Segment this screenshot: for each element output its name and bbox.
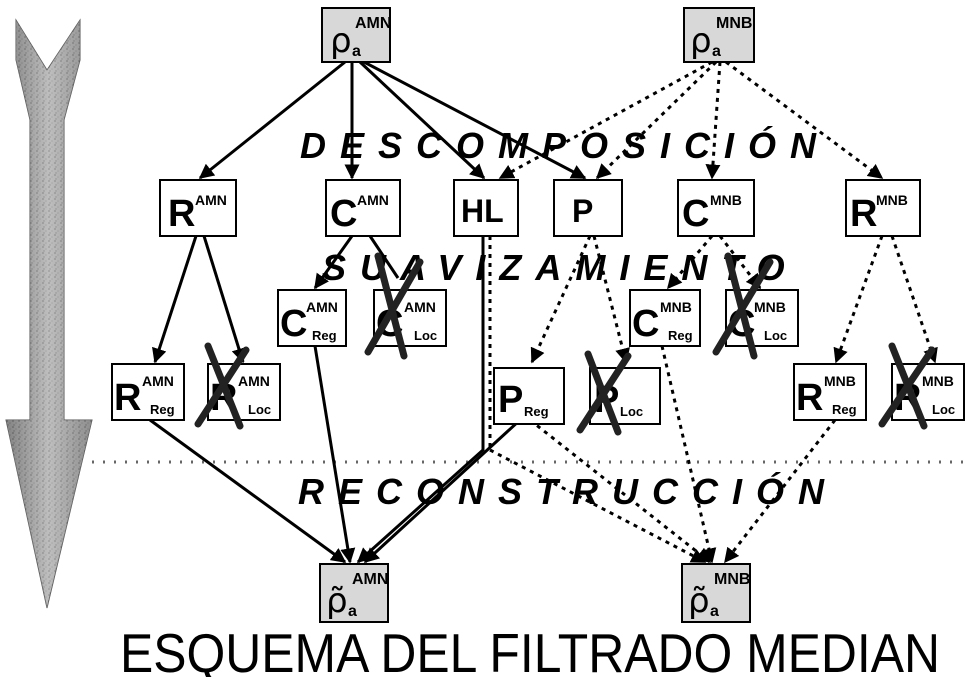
node-p-reg: P Reg — [493, 367, 565, 425]
svg-text:MNB: MNB — [714, 571, 750, 588]
svg-text:ρ: ρ — [690, 21, 712, 61]
svg-text:Reg: Reg — [312, 328, 337, 343]
node-rho-tilde-amn: ρ̃ AMN a — [319, 563, 389, 623]
node-r-amn-reg: R AMN Reg — [111, 363, 185, 421]
node-c-amn-loc: C AMN Loc — [364, 252, 447, 360]
svg-text:AMN: AMN — [404, 299, 436, 315]
svg-text:P: P — [498, 379, 523, 421]
node-rho-mnb: ρ MNB a — [683, 7, 755, 63]
svg-text:AMN: AMN — [357, 192, 389, 208]
process-direction-arrow — [5, 18, 93, 609]
node-r-mnb: R MNB — [845, 179, 921, 237]
node-c-mnb-reg: C MNB Reg — [629, 289, 701, 347]
node-c-mnb-loc: C MNB Loc — [712, 252, 799, 360]
svg-text:Reg: Reg — [668, 328, 693, 343]
svg-text:Reg: Reg — [832, 402, 857, 417]
svg-text:MNB: MNB — [710, 192, 742, 208]
svg-text:MNB: MNB — [922, 373, 954, 389]
svg-text:AMN: AMN — [355, 15, 391, 32]
svg-text:R: R — [168, 193, 195, 235]
svg-text:ρ̃: ρ̃ — [326, 581, 348, 621]
svg-text:P: P — [572, 193, 593, 229]
svg-text:ρ̃: ρ̃ — [688, 581, 710, 621]
node-c-amn-reg: C AMN Reg — [277, 289, 347, 347]
svg-text:AMN: AMN — [238, 373, 270, 389]
node-r-amn: R AMN — [159, 179, 237, 237]
node-c-mnb: C MNB — [677, 179, 755, 237]
node-hl: HL — [453, 179, 519, 237]
svg-text:ρ: ρ — [330, 21, 352, 61]
svg-text:Loc: Loc — [764, 328, 787, 343]
svg-text:a: a — [352, 43, 361, 60]
svg-text:MNB: MNB — [876, 192, 908, 208]
stage-reconstruction-label: RECONSTRUCCIÓN — [298, 471, 838, 512]
svg-text:HL: HL — [461, 193, 504, 229]
svg-text:Reg: Reg — [150, 402, 175, 417]
svg-text:Loc: Loc — [248, 402, 271, 417]
stage-decomposition-label: DESCOMPOSICIÓN — [300, 125, 830, 166]
svg-text:AMN: AMN — [195, 192, 227, 208]
svg-text:Loc: Loc — [620, 404, 643, 419]
svg-text:AMN: AMN — [306, 299, 338, 315]
svg-text:AMN: AMN — [142, 373, 174, 389]
node-p-loc: P Loc — [576, 350, 661, 436]
svg-text:AMN: AMN — [352, 571, 388, 588]
svg-text:MNB: MNB — [824, 373, 856, 389]
svg-text:Reg: Reg — [524, 404, 549, 419]
edges-amn — [149, 60, 587, 564]
node-c-amn: C AMN — [325, 179, 401, 237]
svg-text:a: a — [710, 603, 719, 620]
svg-text:Loc: Loc — [414, 328, 437, 343]
node-r-amn-loc: R AMN Loc — [194, 342, 281, 430]
edges-mnb — [488, 60, 938, 564]
svg-text:Loc: Loc — [932, 402, 955, 417]
svg-text:MNB: MNB — [660, 299, 692, 315]
svg-text:R: R — [114, 377, 141, 419]
node-r-mnb-loc: R MNB Loc — [878, 342, 965, 430]
node-rho-amn: ρ AMN a — [321, 7, 391, 63]
stage-smoothing-label: SUAVIZAMIENTO — [322, 247, 799, 288]
svg-text:C: C — [330, 193, 357, 235]
svg-text:C: C — [682, 193, 709, 235]
svg-text:a: a — [348, 603, 357, 620]
diagram-title: ESQUEMA DEL FILTRADO MEDIAN — [120, 622, 940, 677]
node-rho-tilde-mnb: ρ̃ MNB a — [681, 563, 751, 623]
svg-text:R: R — [796, 377, 823, 419]
node-p: P — [553, 179, 623, 237]
svg-text:MNB: MNB — [716, 15, 752, 32]
svg-text:C: C — [632, 303, 659, 345]
svg-text:MNB: MNB — [754, 299, 786, 315]
svg-text:C: C — [280, 303, 307, 345]
svg-text:R: R — [850, 193, 877, 235]
svg-text:a: a — [712, 43, 721, 60]
node-r-mnb-reg: R MNB Reg — [793, 363, 867, 421]
